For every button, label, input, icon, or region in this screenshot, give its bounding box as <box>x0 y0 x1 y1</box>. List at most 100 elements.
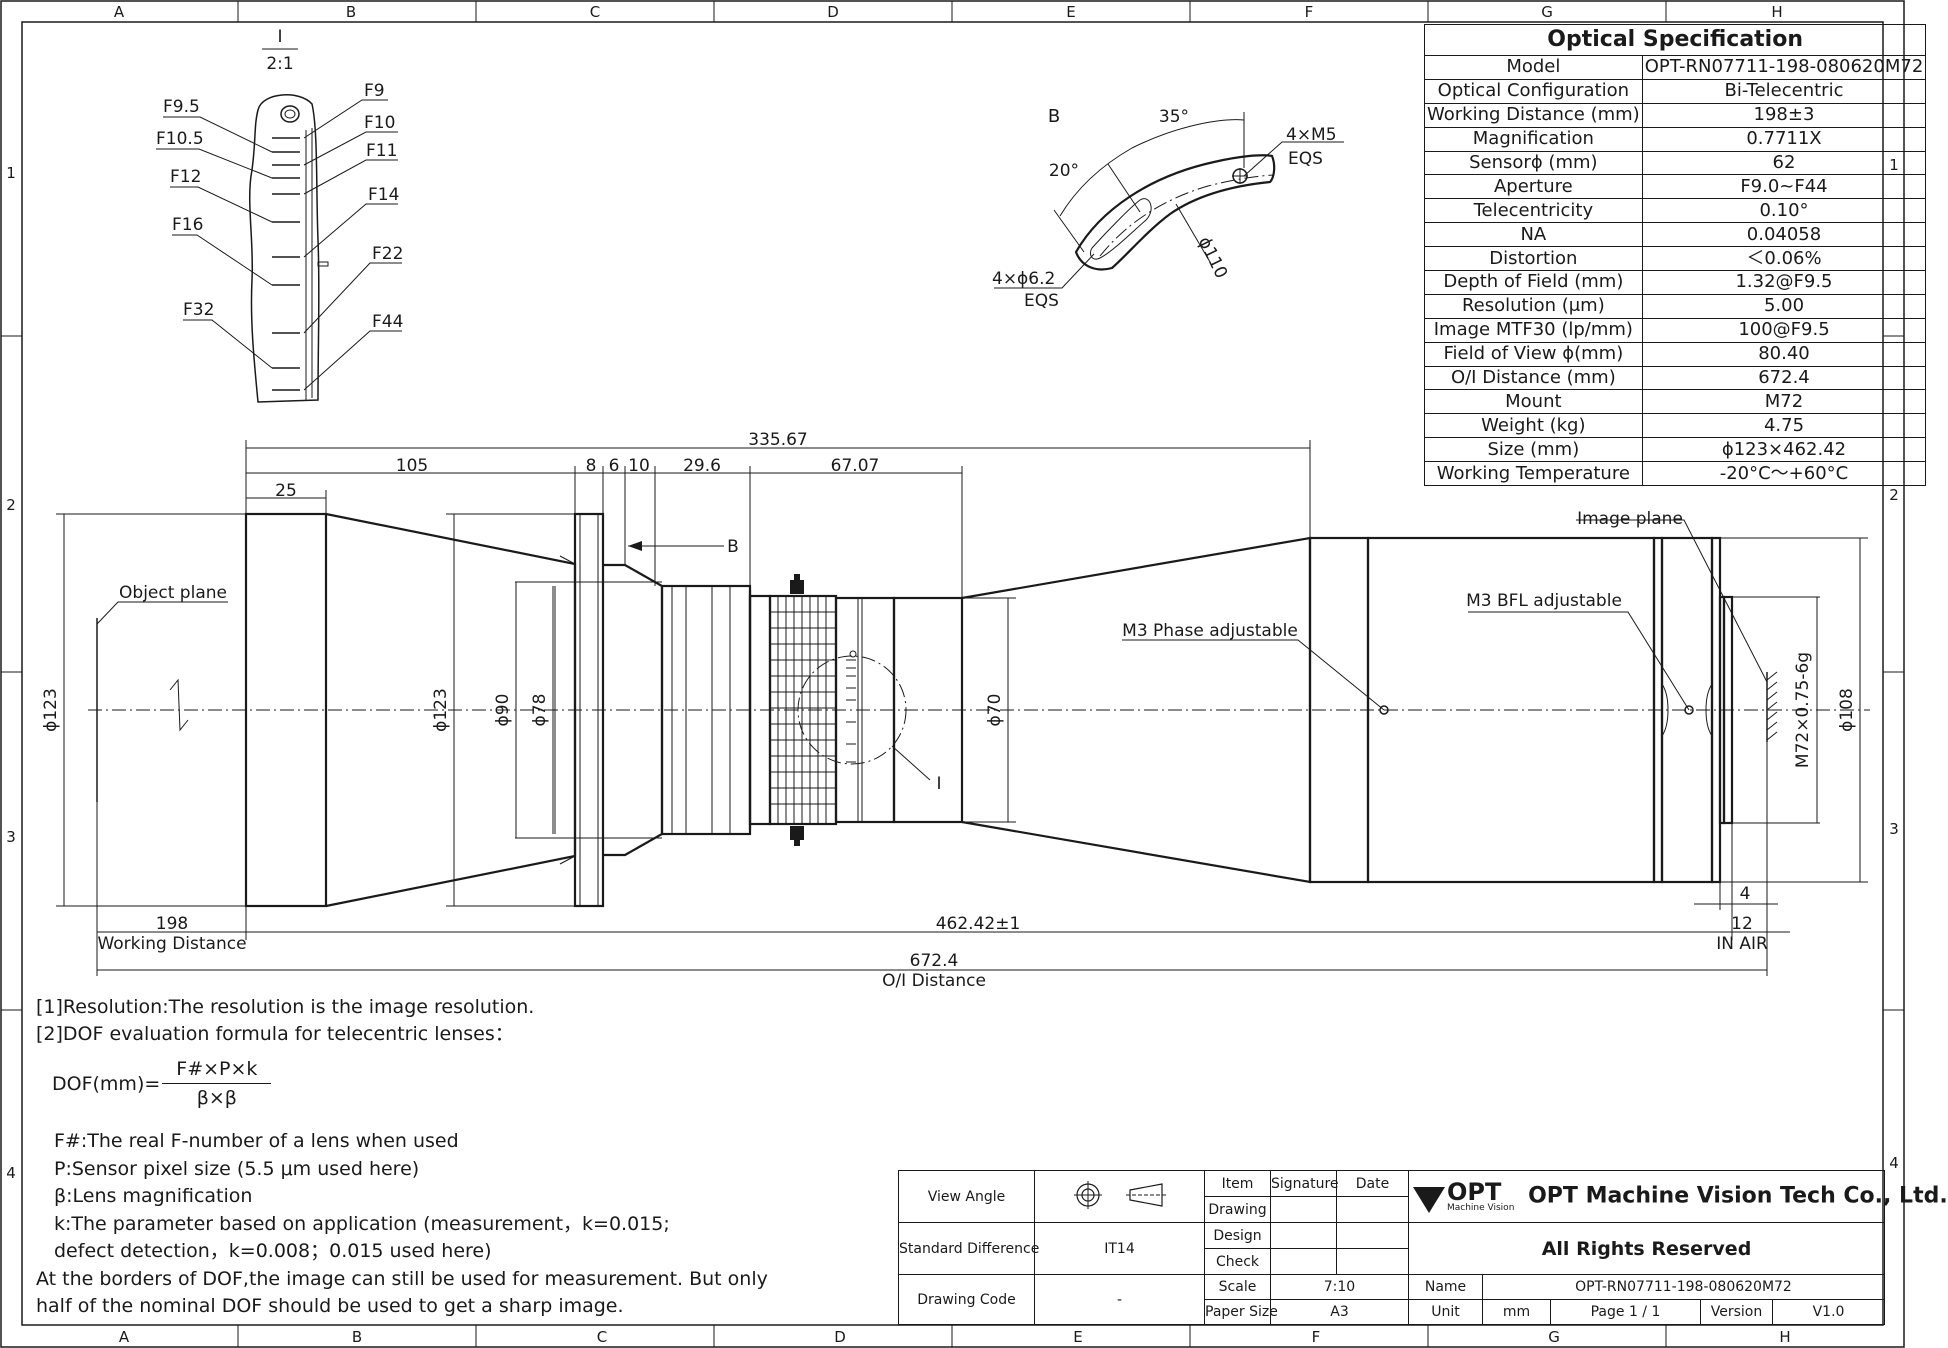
spec-key: Magnification <box>1424 126 1643 152</box>
detail-b-hole2: 4×ϕ6.2 <box>992 269 1055 289</box>
spec-value: 0.7711X <box>1641 126 1927 152</box>
dim-462: 462.42±1 <box>936 914 1021 934</box>
dim-phi90: ϕ90 <box>493 694 513 727</box>
var-beta: β:Lens magnification <box>54 1185 253 1207</box>
dim-working-distance: Working Distance <box>97 934 246 954</box>
dof-lhs: DOF(mm)= <box>52 1072 161 1095</box>
note-resolution: [1]Resolution:The resolution is the imag… <box>36 996 535 1018</box>
company-name: OPT Machine Vision Tech Co., Ltd. <box>1528 1183 1948 1209</box>
detail-i: I 2:1 F9 <box>156 27 403 403</box>
spec-value: 4.75 <box>1641 413 1927 439</box>
f-label-14: F14 <box>368 185 399 205</box>
detail-b-angle2: 20° <box>1049 161 1079 181</box>
detail-b-outline <box>1074 154 1276 271</box>
row-label-2-left: 2 <box>6 496 16 514</box>
spec-row: Depth of Field (mm)1.32@F9.5 <box>1424 270 1927 295</box>
logo-sub: Machine Vision <box>1447 1203 1515 1213</box>
tb-date: Date <box>1336 1170 1409 1197</box>
spec-key: Distortion <box>1424 246 1643 272</box>
col-label-g-bottom: G <box>1548 1328 1560 1346</box>
spec-value: 5.00 <box>1641 293 1927 319</box>
row-label-3-left: 3 <box>6 828 16 846</box>
spec-row: Size (mm)ϕ123×462.42 <box>1424 437 1927 463</box>
var-p: P:Sensor pixel size (5.5 μm used here) <box>54 1157 420 1180</box>
dof-numerator: F#×P×k <box>162 1058 272 1084</box>
spec-key: Weight (kg) <box>1424 413 1643 439</box>
tb-rights: All Rights Reserved <box>1407 1222 1886 1275</box>
row-label-4-left: 4 <box>6 1164 16 1182</box>
detail-b-hole2-note: EQS <box>1024 291 1059 311</box>
dim-67: 67.07 <box>831 456 880 476</box>
dim-12: 12 <box>1731 914 1753 934</box>
label-image-plane: Image plane <box>1577 509 1683 529</box>
dim-oi-distance: O/I Distance <box>882 971 986 991</box>
tb-design: Design <box>1204 1222 1271 1249</box>
f-label-10-5: F10.5 <box>156 129 204 149</box>
detail-b: B 35° 20° 4×M5 EQS 4×ϕ6.2 EQS ϕ110 <box>992 106 1344 311</box>
label-m3-phase: M3 Phase adjustable <box>1122 621 1298 641</box>
tb-standard-difference: Standard Difference <box>898 1222 1039 1275</box>
logo-word: OPT <box>1447 1178 1502 1206</box>
spec-value: M72 <box>1641 389 1927 415</box>
spec-key: Aperture <box>1424 174 1643 200</box>
col-label-e-bottom: E <box>1073 1328 1082 1346</box>
spec-row: Field of View ϕ(mm)80.40 <box>1424 341 1927 367</box>
spec-value: F9.0~F44 <box>1641 174 1927 200</box>
grid-ticks <box>1 1 1904 1347</box>
detail-b-label: B <box>1048 106 1060 127</box>
f-label-9-5: F9.5 <box>163 97 200 117</box>
col-label-f-bottom: F <box>1312 1328 1321 1346</box>
dim-25: 25 <box>275 481 297 501</box>
dimensions: 335.67 105 8 6 10 29.6 67.07 25 B ϕ123 ϕ… <box>41 430 1868 991</box>
row-label-4-right: 4 <box>1889 1154 1899 1172</box>
tb-view-angle-label: View Angle <box>898 1170 1035 1223</box>
spec-key: Depth of Field (mm) <box>1424 270 1643 295</box>
spec-row: Working Temperature-20°C～+60°C <box>1424 461 1927 487</box>
dof-denominator: β×β <box>196 1087 237 1109</box>
var-k: k:The parameter based on application (me… <box>54 1212 670 1235</box>
detail-i-outline <box>248 94 320 403</box>
tb-view-angle-icons <box>1034 1170 1205 1223</box>
dim-phi123-flange: ϕ123 <box>431 688 451 732</box>
first-angle-circle-icon <box>1073 1180 1102 1209</box>
spec-key: Sensorϕ (mm) <box>1424 150 1643 176</box>
tb-signature: Signature <box>1270 1170 1339 1197</box>
tb-drawing-code: Drawing Code <box>898 1274 1035 1325</box>
tb-name: Name <box>1408 1274 1483 1300</box>
note-borders-cont: half of the nominal DOF should be used t… <box>36 1295 624 1317</box>
note-borders: At the borders of DOF,the image can stil… <box>36 1267 768 1290</box>
var-f: F#:The real F-number of a lens when used <box>54 1130 459 1152</box>
note-dof: [2]DOF evaluation formula for telecentri… <box>36 1023 514 1045</box>
technical-drawing: A B C D E F G H A B C D E F G H 1 2 3 4 … <box>0 0 1905 1348</box>
spec-value: 80.40 <box>1641 341 1927 367</box>
col-label-d-top: D <box>827 3 839 21</box>
tb-version-value: V1.0 <box>1771 1299 1886 1325</box>
detail-b-radius: ϕ110 <box>1194 234 1231 282</box>
spec-row: Distortion＜0.06% <box>1424 246 1927 272</box>
spec-value: -20°C～+60°C <box>1641 461 1927 487</box>
f-label-16: F16 <box>172 215 203 235</box>
spec-key: NA <box>1424 222 1643 248</box>
spec-key: Resolution (μm) <box>1424 293 1643 319</box>
col-label-c-top: C <box>590 3 600 21</box>
tb-unit: Unit <box>1408 1299 1483 1325</box>
col-label-a-top: A <box>114 3 125 21</box>
tb-drawing: Drawing <box>1204 1196 1271 1223</box>
spec-key: Working Distance (mm) <box>1424 102 1643 128</box>
dim-105: 105 <box>396 456 428 476</box>
f-label-9: F9 <box>364 81 385 101</box>
spec-key: Optical Configuration <box>1424 78 1643 104</box>
col-label-f-top: F <box>1305 3 1314 21</box>
detail-i-scale: 2:1 <box>266 54 293 74</box>
dim-10: 10 <box>628 456 650 476</box>
spec-value: ϕ123×462.42 <box>1641 437 1927 463</box>
spec-key: Size (mm) <box>1424 437 1643 463</box>
